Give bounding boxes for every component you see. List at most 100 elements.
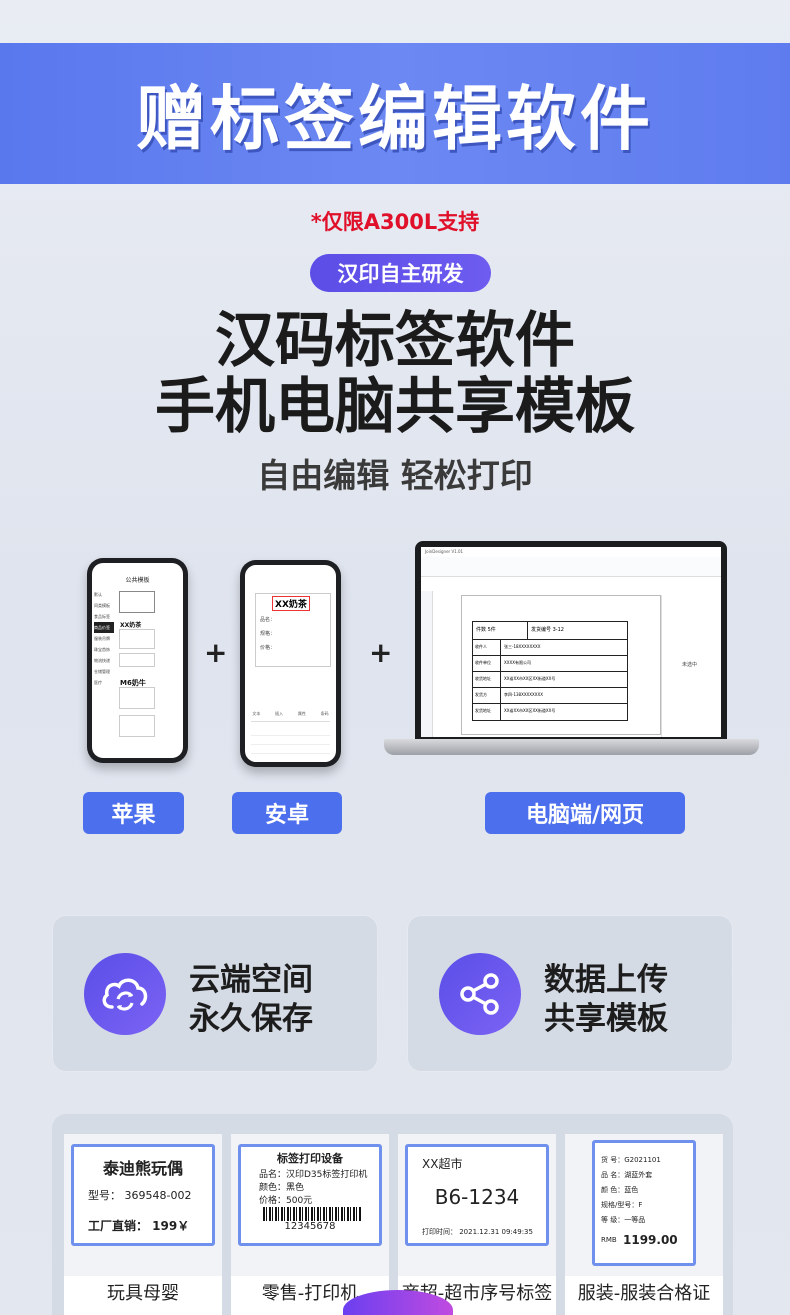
desktop-properties-panel: 未选中 xyxy=(661,595,721,737)
label-line: 颜色：黑色 xyxy=(259,1183,305,1193)
desktop-table-row: 收件人 张三-18XXXXXXXX xyxy=(473,640,627,656)
template-tile-retail[interactable]: 标签打印设备 品名：汉印D35标签打印机 颜色：黑色 价格：500元 12345… xyxy=(231,1134,389,1315)
label-preview: 泰迪熊玩偶 型号： 369548-002 工厂直销： 199￥ xyxy=(71,1144,215,1246)
ios-menu-item[interactable]: 仓储管理 xyxy=(94,669,110,674)
platform-button-desktop[interactable]: 电脑端/网页 xyxy=(485,792,685,834)
ios-menu-item[interactable]: 服装吊牌 xyxy=(94,636,110,641)
label-line: 价格：500元 xyxy=(259,1196,313,1206)
ios-template-thumb[interactable] xyxy=(119,591,155,613)
desktop-app-window: JoinDesigner V1.01 件数 5件 发货编号 3-12 收件人 张… xyxy=(421,547,721,737)
android-screen: XX奶茶 品名： 规格： 价格： 文本 插入 属性 条码 xyxy=(245,565,336,762)
desktop-canvas[interactable]: 件数 5件 发货编号 3-12 收件人 张三-18XXXXXXXX 收件单位 X… xyxy=(461,595,661,735)
android-tab[interactable]: 属性 xyxy=(297,711,306,716)
ios-screen-title: 公共模板 xyxy=(125,577,150,584)
self-developed-pill: 汉印自主研发 xyxy=(310,254,491,292)
platform-button-android[interactable]: 安卓 xyxy=(232,792,342,834)
android-tab[interactable]: 插入 xyxy=(275,711,284,716)
label-code: B6-1234 xyxy=(434,1185,520,1209)
label-row: 等 级：一等品 xyxy=(601,1216,646,1224)
android-field: 价格： xyxy=(260,645,276,651)
feature-line: 数据上传 xyxy=(544,962,668,998)
template-tile-clothing[interactable]: 货 号：G2021101 品 名：湖蓝外套 颜 色：蓝色 规格/型号：F 等 级… xyxy=(565,1134,723,1315)
feature-text: 云端空间 永久保存 xyxy=(189,961,313,1039)
label-row: 品 名：湖蓝外套 xyxy=(601,1171,653,1179)
feature-line: 云端空间 xyxy=(189,962,313,998)
laptop-mockup: JoinDesigner V1.01 件数 5件 发货编号 3-12 收件人 张… xyxy=(415,541,727,741)
label-row: 货 号：G2021101 xyxy=(601,1156,661,1164)
desktop-table-row: 发货地址 XX省XX市XX区XX街道XX号 xyxy=(473,704,627,720)
label-title: XX超市 xyxy=(422,1157,463,1171)
feature-text: 数据上传 共享模板 xyxy=(544,961,668,1039)
laptop-base xyxy=(384,739,759,755)
desktop-label-table: 件数 5件 发货编号 3-12 收件人 张三-18XXXXXXXX 收件单位 X… xyxy=(472,621,628,721)
tile-caption: 玩具母婴 xyxy=(64,1276,222,1315)
ios-template-thumb[interactable] xyxy=(119,715,155,737)
ios-menu-item[interactable]: 同类模板 xyxy=(94,603,110,608)
label-line: 型号： 369548-002 xyxy=(88,1189,192,1202)
iphone-screen: 公共模板 默认 同类模板 食品标签 商品价签 服装吊牌 珠宝首饰 物流快递 仓储… xyxy=(92,563,183,758)
ios-template-name: M6奶牛 xyxy=(120,679,146,687)
feature-card-share: 数据上传 共享模板 xyxy=(407,915,733,1072)
feature-line: 共享模板 xyxy=(544,1000,668,1037)
cloud-sync-icon xyxy=(84,953,166,1035)
desktop-table-row: 件数 5件 发货编号 3-12 xyxy=(473,622,627,640)
label-preview: 标签打印设备 品名：汉印D35标签打印机 颜色：黑色 价格：500元 12345… xyxy=(238,1144,382,1246)
price-label: RMB xyxy=(601,1236,617,1244)
price-value: 1199.00 xyxy=(623,1233,678,1247)
android-field: 规格： xyxy=(260,631,276,637)
banner-title: 赠标签编辑软件 xyxy=(136,78,654,160)
label-time: 打印时间： 2021.12.31 09:49:35 xyxy=(422,1228,533,1236)
label-row: 规格/型号：F xyxy=(601,1201,643,1209)
label-line: 工厂直销： 199￥ xyxy=(88,1219,190,1233)
plus-sign: + xyxy=(369,636,393,669)
label-preview: 货 号：G2021101 品 名：湖蓝外套 颜 色：蓝色 规格/型号：F 等 级… xyxy=(592,1140,696,1266)
label-rows: 货 号：G2021101 品 名：湖蓝外套 颜 色：蓝色 规格/型号：F 等 级… xyxy=(601,1153,661,1228)
desktop-unselected-text: 未选中 xyxy=(682,662,698,668)
iphone-mockup: 公共模板 默认 同类模板 食品标签 商品价签 服装吊牌 珠宝首饰 物流快递 仓储… xyxy=(87,558,188,763)
ios-menu-item[interactable]: 商品价签 xyxy=(94,622,114,633)
desktop-table-row: 收件单位 XXXX有限公司 xyxy=(473,656,627,672)
ios-menu-item[interactable]: 食品标签 xyxy=(94,614,110,619)
template-tile-supermarket[interactable]: XX超市 B6-1234 打印时间： 2021.12.31 09:49:35 商… xyxy=(398,1134,556,1315)
android-label-title: XX奶茶 xyxy=(272,596,310,611)
android-properties[interactable] xyxy=(251,727,330,762)
android-tab[interactable]: 文本 xyxy=(252,711,261,716)
desktop-table-row: 收货地址 XX省XX市XX区XX街道XX号 xyxy=(473,672,627,688)
ios-template-thumb[interactable] xyxy=(119,629,155,649)
android-mockup: XX奶茶 品名： 规格： 价格： 文本 插入 属性 条码 xyxy=(240,560,341,767)
label-row: 颜 色：蓝色 xyxy=(601,1186,639,1194)
ios-template-thumb[interactable] xyxy=(119,687,155,709)
label-preview: XX超市 B6-1234 打印时间： 2021.12.31 09:49:35 xyxy=(405,1144,549,1246)
android-tab[interactable]: 条码 xyxy=(320,711,329,716)
desktop-toolbar[interactable] xyxy=(421,557,721,577)
barcode-number: 12345678 xyxy=(284,1221,336,1232)
feature-card-cloud: 云端空间 永久保存 xyxy=(52,915,378,1072)
share-icon xyxy=(439,953,521,1035)
android-field: 品名： xyxy=(260,617,276,623)
label-title: 标签打印设备 xyxy=(277,1152,343,1165)
ios-menu-item[interactable]: 默认 xyxy=(94,592,102,597)
headline-line-2: 手机电脑共享模板 xyxy=(155,372,635,442)
desktop-left-toolbar[interactable] xyxy=(421,591,433,737)
template-tile-toys[interactable]: 泰迪熊玩偶 型号： 369548-002 工厂直销： 199￥ 玩具母婴 xyxy=(64,1134,222,1315)
desktop-table-row: 发货方 李四-138XXXXXXXX xyxy=(473,688,627,704)
desktop-app-title: JoinDesigner V1.01 xyxy=(425,549,464,554)
subtitle: 自由编辑 轻松打印 xyxy=(257,456,533,495)
ios-menu: 默认 同类模板 食品标签 商品价签 服装吊牌 珠宝首饰 物流快递 仓储管理 医疗 xyxy=(94,589,114,688)
barcode xyxy=(263,1207,361,1221)
ios-menu-item[interactable]: 物流快递 xyxy=(94,658,110,663)
headline-line-1: 汉码标签软件 xyxy=(215,306,575,376)
ios-template-thumb[interactable] xyxy=(119,653,155,667)
android-divider xyxy=(251,721,330,722)
platform-button-ios[interactable]: 苹果 xyxy=(83,792,184,834)
feature-line: 永久保存 xyxy=(189,1000,313,1037)
plus-sign: + xyxy=(204,636,228,669)
android-label-preview[interactable]: XX奶茶 品名： 规格： 价格： xyxy=(255,593,331,667)
support-note: *仅限A300L支持 xyxy=(310,210,480,234)
ios-template-name: XX奶茶 xyxy=(120,622,142,629)
ios-menu-item[interactable]: 珠宝首饰 xyxy=(94,647,110,652)
tile-caption: 服装-服装合格证 xyxy=(565,1276,723,1315)
ios-menu-item[interactable]: 医疗 xyxy=(94,680,102,685)
android-tabs: 文本 插入 属性 条码 xyxy=(245,711,336,717)
label-title: 泰迪熊玩偶 xyxy=(102,1159,183,1178)
